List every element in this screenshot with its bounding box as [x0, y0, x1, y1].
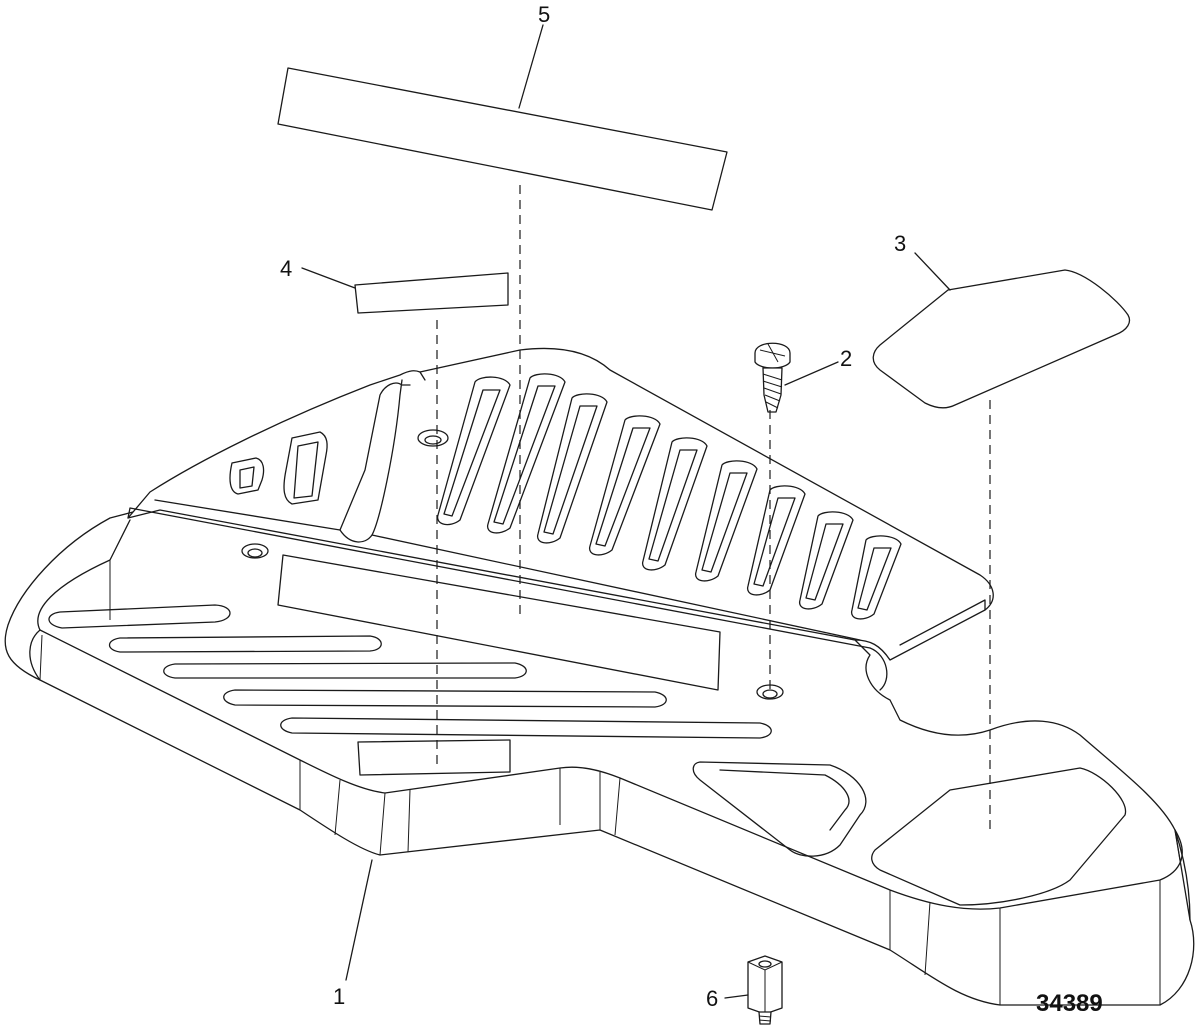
standoff-part-6: [747, 955, 783, 1025]
callout-2: 2: [840, 346, 852, 371]
pad-part-3: [872, 269, 1131, 409]
callout-5: 5: [538, 2, 550, 27]
large-label-part-5: [277, 67, 728, 211]
raised-cover: [127, 347, 994, 691]
assembly-lines: [436, 185, 991, 835]
callout-6: 6: [706, 986, 718, 1011]
callout-1: 1: [333, 984, 345, 1009]
small-label-part-4: [354, 272, 509, 314]
leader-lines: [301, 24, 951, 999]
screw-part-2: [754, 342, 791, 413]
figure-number: 34389: [1036, 990, 1103, 1017]
callout-3: 3: [894, 231, 906, 256]
base-plate: [4, 504, 1195, 1006]
callout-4: 4: [280, 256, 292, 281]
